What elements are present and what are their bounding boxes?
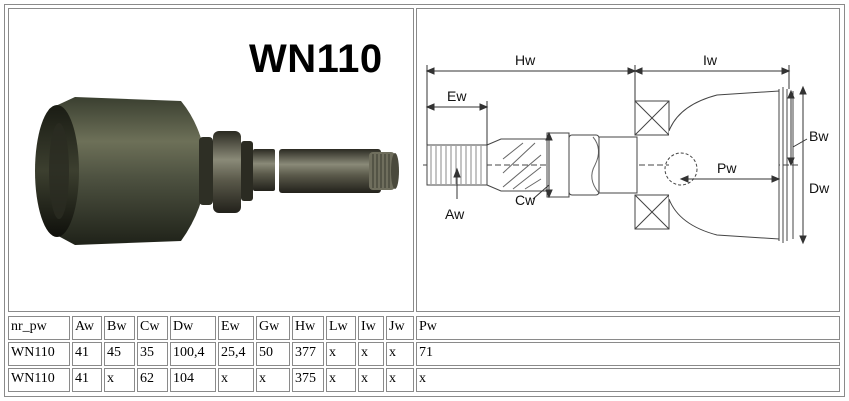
product-title: WN110: [249, 37, 383, 81]
table-header-lw: Lw: [326, 316, 356, 340]
table-cell: x: [256, 368, 290, 392]
label-bw: Bw: [809, 128, 829, 144]
table-cell: 41: [72, 342, 102, 366]
table-cell: x: [218, 368, 254, 392]
product-sheet: [4, 4, 845, 397]
table-header-ew: Ew: [218, 316, 254, 340]
table-cell: 35: [137, 342, 168, 366]
shaft-shape: [279, 149, 381, 193]
table-header-nr-pw: nr_pw: [8, 316, 70, 340]
table-cell: 377: [292, 342, 324, 366]
table-cell: 25,4: [218, 342, 254, 366]
label-dw: Dw: [809, 180, 830, 196]
table-header-bw: Bw: [104, 316, 135, 340]
table-header-pw: Pw: [416, 316, 840, 340]
table-cell: 45: [104, 342, 135, 366]
table-cell: 375: [292, 368, 324, 392]
label-ew: Ew: [447, 88, 467, 104]
table-cell: x: [358, 342, 384, 366]
table-cell: x: [326, 342, 356, 366]
table-header-dw: Dw: [170, 316, 216, 340]
label-iw: Iw: [703, 52, 718, 68]
table-header-cw: Cw: [137, 316, 168, 340]
product-photo-panel: WN110: [8, 8, 414, 312]
table-header-iw: Iw: [358, 316, 384, 340]
table-header-hw: Hw: [292, 316, 324, 340]
table-cell: WN110: [8, 342, 70, 366]
table-cell: 100,4: [170, 342, 216, 366]
table-cell: 41: [72, 368, 102, 392]
table-cell: x: [104, 368, 135, 392]
table-cell: x: [386, 368, 414, 392]
table-cell: 50: [256, 342, 290, 366]
table-header-gw: Gw: [256, 316, 290, 340]
table-cell: x: [358, 368, 384, 392]
table-cell: x: [326, 368, 356, 392]
label-pw: Pw: [717, 160, 737, 176]
table-header-aw: Aw: [72, 316, 102, 340]
table-cell: x: [416, 368, 840, 392]
label-aw: Aw: [445, 206, 465, 222]
table-cell: WN110: [8, 368, 70, 392]
table-cell: 104: [170, 368, 216, 392]
table-cell: x: [386, 342, 414, 366]
label-cw: Cw: [515, 192, 536, 208]
table-cell: 62: [137, 368, 168, 392]
table-header-jw: Jw: [386, 316, 414, 340]
dimension-drawing: Hw Iw Ew Bw Dw Pw Cw Aw: [423, 52, 830, 245]
housing-shape: [44, 97, 207, 245]
table-cell: 71: [416, 342, 840, 366]
technical-drawing-panel: Hw Iw Ew Bw Dw Pw Cw Aw: [416, 8, 840, 312]
cv-joint-photo: [35, 97, 399, 245]
label-hw: Hw: [515, 52, 536, 68]
